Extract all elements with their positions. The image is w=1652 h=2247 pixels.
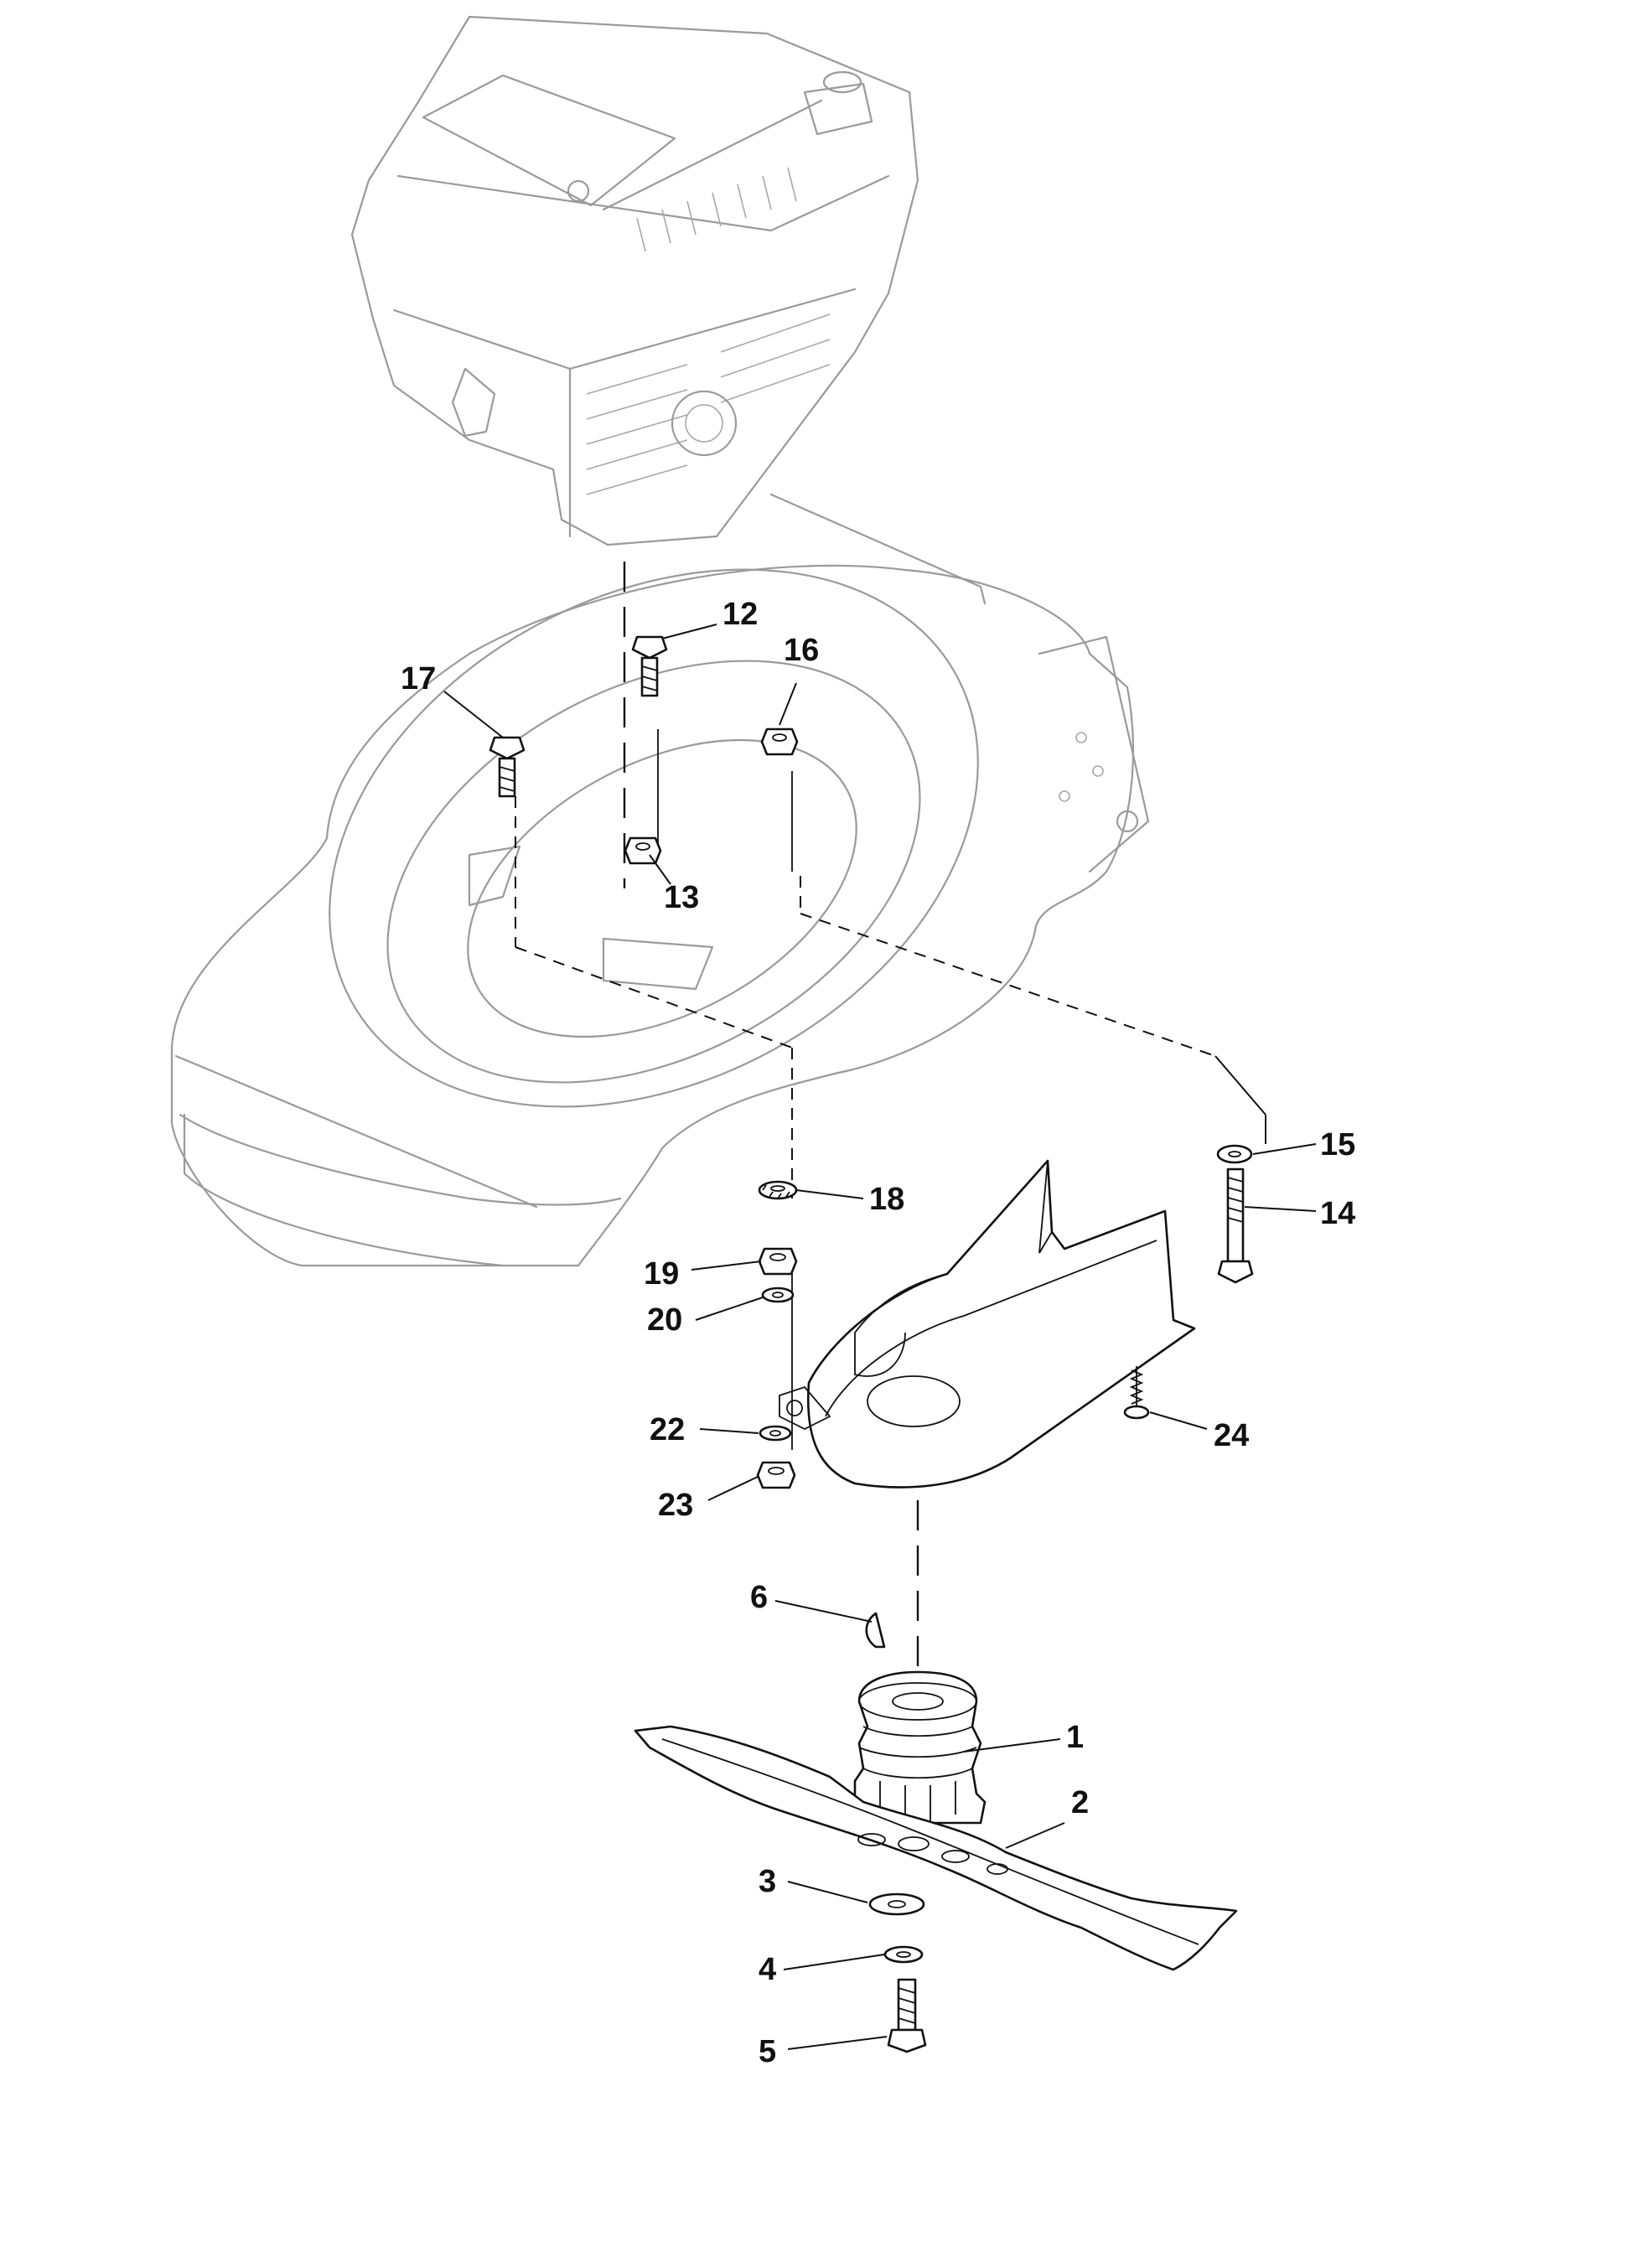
callout-13: 13 (664, 880, 699, 915)
nut-19 (758, 1247, 798, 1276)
callout-leaders (443, 624, 1317, 2050)
blade-part (634, 1725, 1238, 1971)
blade-washer-3 (868, 1892, 925, 1916)
nut-16 (760, 727, 799, 756)
callout-5: 5 (759, 2034, 776, 2069)
woodruff-key-part (865, 1612, 886, 1649)
callout-15: 15 (1320, 1127, 1355, 1162)
callout-23: 23 (658, 1488, 693, 1523)
washer-20 (761, 1287, 795, 1303)
callout-1: 1 (1066, 1720, 1084, 1755)
bolt-17 (489, 736, 526, 798)
callout-24: 24 (1214, 1418, 1249, 1453)
callout-19: 19 (644, 1256, 679, 1292)
assembly-guide-lines (515, 562, 1266, 1685)
callout-labels: 12 16 17 13 15 14 18 19 20 22 23 24 6 1 … (401, 597, 1355, 2069)
callout-6: 6 (750, 1580, 768, 1615)
callout-14: 14 (1320, 1196, 1355, 1231)
callout-20: 20 (647, 1302, 682, 1338)
callout-17: 17 (401, 661, 436, 696)
bolt-14 (1217, 1168, 1254, 1284)
nut-13 (624, 836, 662, 865)
mower-deck-illustration (170, 493, 1150, 1267)
washer-15 (1216, 1144, 1253, 1164)
engine-illustration (350, 15, 919, 546)
nut-23 (756, 1461, 796, 1489)
lock-washer-18 (758, 1180, 798, 1200)
callout-2: 2 (1071, 1785, 1089, 1820)
callout-16: 16 (784, 633, 819, 668)
blade-bolt-5 (887, 1978, 927, 2053)
callout-12: 12 (722, 597, 758, 632)
washer-4 (883, 1945, 924, 1964)
callout-22: 22 (650, 1412, 685, 1447)
callout-3: 3 (759, 1864, 776, 1899)
callout-18: 18 (869, 1182, 904, 1217)
washer-22 (759, 1425, 792, 1442)
callout-4: 4 (759, 1952, 776, 1987)
blade-housing-part (779, 1159, 1196, 1489)
bolt-12 (631, 635, 668, 697)
screw-24 (1123, 1366, 1150, 1420)
blade-adapter-part (853, 1670, 987, 1825)
